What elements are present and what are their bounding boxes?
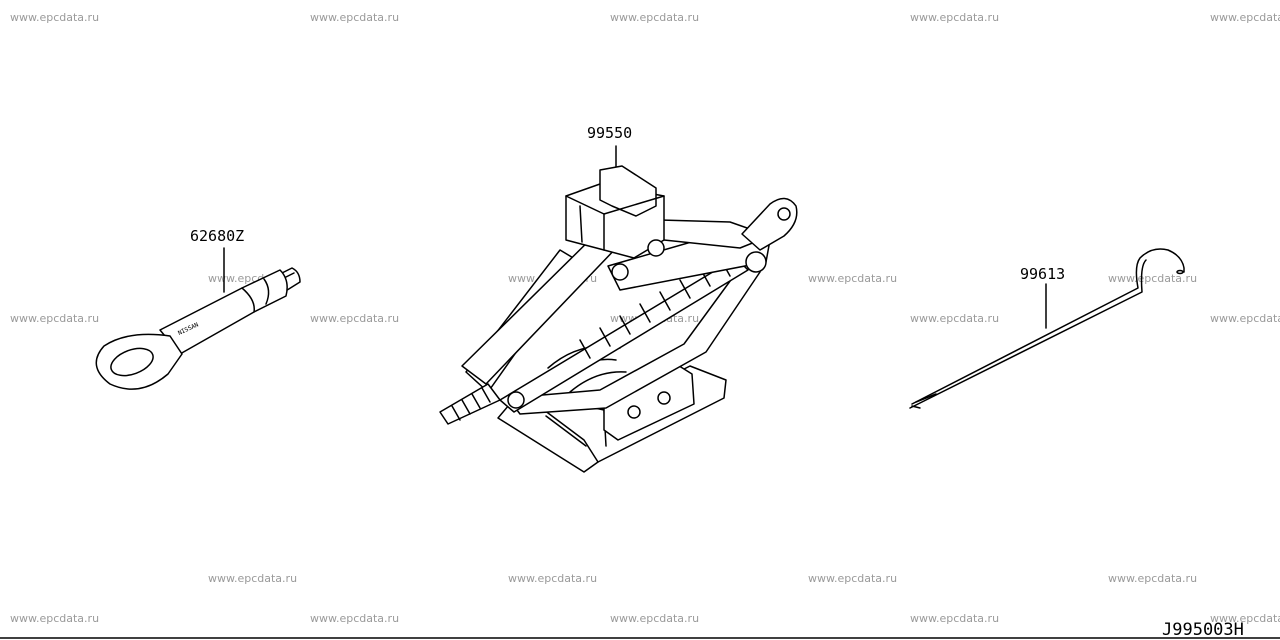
part-number-jack-handle: 99613: [1020, 265, 1066, 283]
watermark: www.epcdata.ru: [10, 612, 100, 625]
watermark: www.epcdata.ru: [1108, 272, 1198, 285]
watermark: www.epcdata.ru: [610, 612, 700, 625]
diagram-code: J995003H: [1162, 620, 1244, 640]
watermark: www.epcdata.ru: [208, 572, 298, 585]
watermark: www.epcdata.ru: [910, 312, 1000, 325]
watermark: www.epcdata.ru: [808, 572, 898, 585]
watermark: www.epcdata.ru: [310, 11, 400, 24]
jack-drawing[interactable]: [439, 145, 798, 473]
watermark: www.epcdata.ru: [1108, 572, 1198, 585]
jack-handle-drawing[interactable]: [909, 248, 1185, 409]
watermark: www.epcdata.ru: [808, 272, 898, 285]
watermark: www.epcdata.ru: [1210, 612, 1280, 625]
tow-hook-drawing[interactable]: NISSAN: [95, 247, 301, 390]
watermark: www.epcdata.ru: [508, 572, 598, 585]
watermark: www.epcdata.ru: [310, 312, 400, 325]
part-number-tow-hook: 62680Z: [190, 227, 245, 245]
watermark: www.epcdata.ru: [610, 11, 700, 24]
watermark: www.epcdata.ru: [10, 312, 100, 325]
part-number-jack: 99550: [587, 124, 633, 142]
watermark: www.epcdata.ru: [910, 11, 1000, 24]
watermark: www.epcdata.ru: [310, 612, 400, 625]
watermark: www.epcdata.ru: [1210, 11, 1280, 24]
watermark: www.epcdata.ru: [910, 612, 1000, 625]
watermark: www.epcdata.ru: [10, 11, 100, 24]
watermark: www.epcdata.ru: [1210, 312, 1280, 325]
